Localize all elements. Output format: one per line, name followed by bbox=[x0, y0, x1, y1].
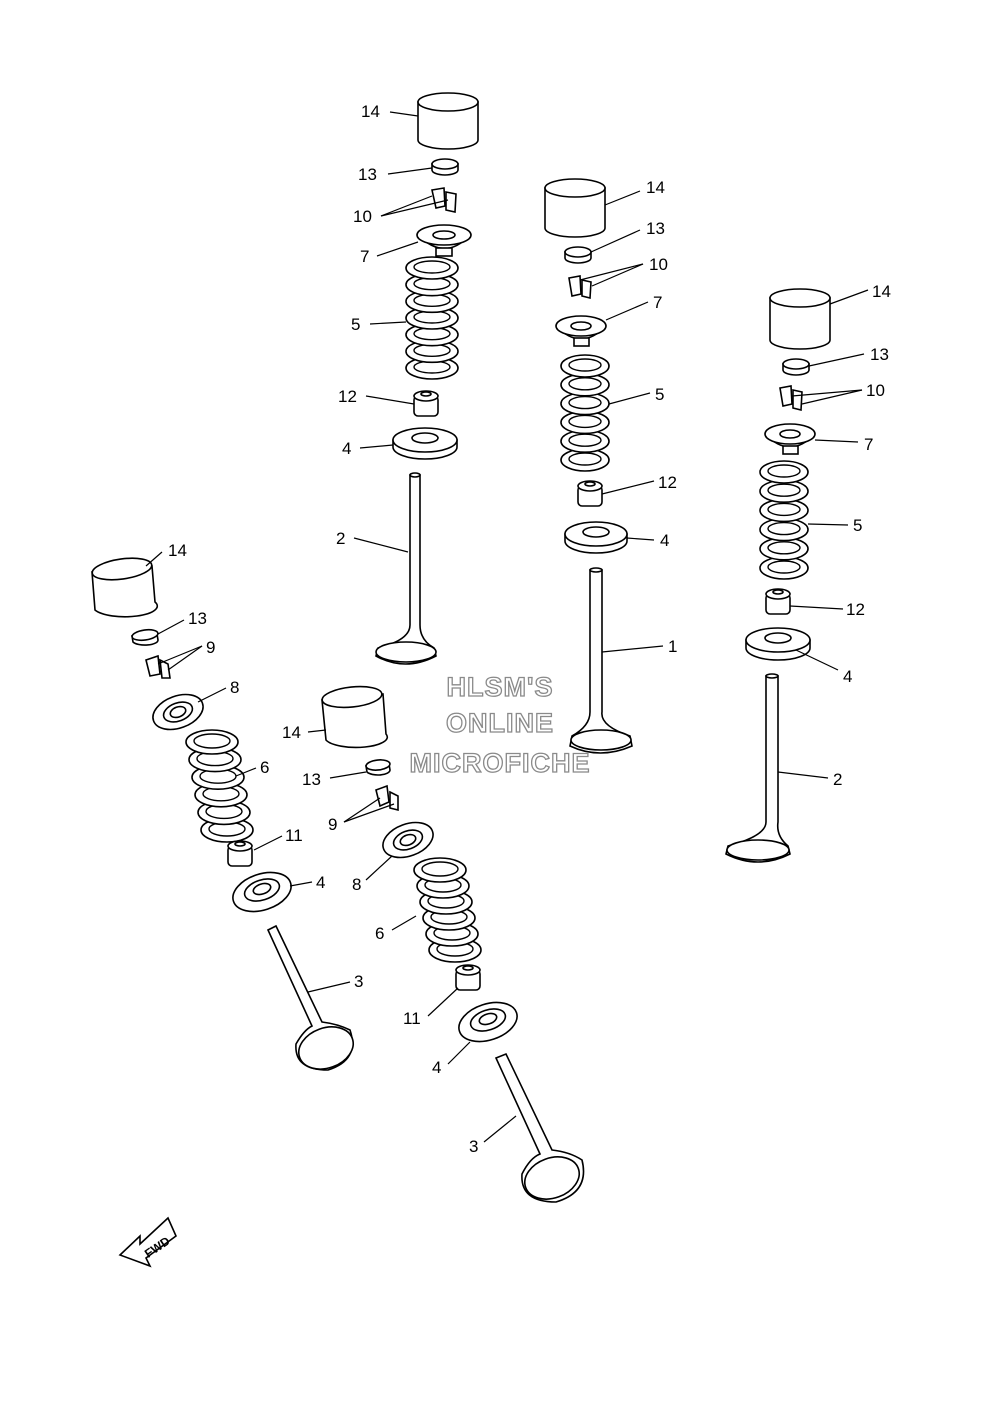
valve-spring bbox=[560, 354, 610, 472]
callout-14: 14 bbox=[361, 102, 380, 121]
callout-2: 2 bbox=[336, 529, 345, 548]
watermark-line-1: HLSM'S bbox=[447, 672, 554, 702]
callout-11: 11 bbox=[285, 826, 303, 845]
callout-5: 5 bbox=[351, 315, 360, 334]
callout-14: 14 bbox=[646, 178, 665, 197]
stem-seal bbox=[455, 964, 481, 991]
callout-5: 5 bbox=[655, 385, 664, 404]
spring-seat bbox=[745, 627, 811, 661]
spring-retainer bbox=[555, 315, 607, 347]
callout-6: 6 bbox=[375, 924, 384, 943]
callout-13: 13 bbox=[358, 165, 377, 184]
valve-cotter bbox=[568, 275, 592, 300]
valve-cotter bbox=[145, 654, 171, 679]
stem-seal bbox=[765, 588, 791, 615]
callout-3: 3 bbox=[469, 1137, 478, 1156]
stem-seal bbox=[577, 480, 603, 507]
callout-13: 13 bbox=[188, 609, 207, 628]
callout-7: 7 bbox=[653, 293, 662, 312]
watermark: HLSM'S ONLINE MICROFICHE bbox=[409, 671, 591, 778]
callout-8: 8 bbox=[230, 678, 239, 697]
callout-4: 4 bbox=[316, 873, 325, 892]
valve bbox=[494, 1052, 585, 1203]
valve bbox=[266, 924, 354, 1071]
callout-7: 7 bbox=[360, 247, 369, 266]
valve-shim bbox=[564, 246, 592, 264]
spring-retainer bbox=[382, 821, 434, 859]
callout-5: 5 bbox=[853, 516, 862, 535]
callout-12: 12 bbox=[338, 387, 357, 406]
assembly-top-middle bbox=[353, 92, 479, 665]
spring-seat bbox=[232, 871, 292, 913]
valve-lifter bbox=[544, 178, 606, 238]
callout-4: 4 bbox=[660, 531, 669, 550]
valve-shim bbox=[782, 358, 810, 376]
valve-spring bbox=[759, 460, 809, 580]
callout-13: 13 bbox=[646, 219, 665, 238]
assembly-right bbox=[725, 288, 869, 863]
valve bbox=[725, 673, 791, 863]
callout-7: 7 bbox=[864, 435, 873, 454]
valve-spring bbox=[413, 857, 482, 963]
callout-4: 4 bbox=[843, 667, 852, 686]
valve-lifter bbox=[417, 92, 479, 150]
valve-spring bbox=[185, 729, 254, 843]
callout-6: 6 bbox=[260, 758, 269, 777]
valve-lifter bbox=[321, 685, 389, 749]
callout-4: 4 bbox=[432, 1058, 441, 1077]
callout-1: 1 bbox=[668, 637, 677, 656]
spring-seat bbox=[392, 427, 458, 460]
forward-direction-arrow-icon: FWD bbox=[118, 1216, 177, 1268]
valve-shim bbox=[131, 628, 159, 646]
callout-9: 9 bbox=[206, 638, 215, 657]
spring-retainer bbox=[152, 693, 204, 731]
stem-seal bbox=[227, 840, 253, 867]
valve-cotter bbox=[431, 187, 457, 213]
spring-retainer bbox=[764, 423, 816, 455]
callout-9: 9 bbox=[328, 815, 337, 834]
callout-14: 14 bbox=[168, 541, 187, 560]
callout-10: 10 bbox=[649, 255, 668, 274]
spring-retainer bbox=[416, 224, 472, 257]
valve-spring bbox=[405, 256, 459, 380]
valve-lifter bbox=[769, 288, 831, 350]
callout-3: 3 bbox=[354, 972, 363, 991]
callout-2: 2 bbox=[833, 770, 842, 789]
watermark-line-3: MICROFICHE bbox=[410, 748, 591, 778]
valve-lifter bbox=[91, 557, 159, 618]
callout-14: 14 bbox=[282, 723, 301, 742]
callout-8: 8 bbox=[352, 875, 361, 894]
assembly-left bbox=[91, 551, 354, 1071]
callout-13: 13 bbox=[302, 770, 321, 789]
callout-10: 10 bbox=[866, 381, 885, 400]
callout-14: 14 bbox=[872, 282, 891, 301]
watermark-line-2: ONLINE bbox=[446, 708, 554, 738]
callout-12: 12 bbox=[658, 473, 677, 492]
valve-shim bbox=[365, 759, 391, 776]
spring-seat bbox=[458, 1001, 518, 1043]
assembly-center bbox=[544, 178, 664, 754]
spring-seat bbox=[564, 521, 628, 554]
valve bbox=[569, 567, 633, 754]
callout-4: 4 bbox=[342, 439, 351, 458]
callout-12: 12 bbox=[846, 600, 865, 619]
callout-13: 13 bbox=[870, 345, 889, 364]
valve-cotter bbox=[779, 385, 803, 412]
valve-cotter bbox=[375, 784, 399, 812]
valve-shim bbox=[431, 158, 459, 176]
callout-10: 10 bbox=[353, 207, 372, 226]
valve bbox=[375, 472, 437, 665]
callout-11: 11 bbox=[403, 1009, 421, 1028]
assembly-lower-middle bbox=[307, 685, 585, 1203]
stem-seal bbox=[413, 390, 439, 417]
